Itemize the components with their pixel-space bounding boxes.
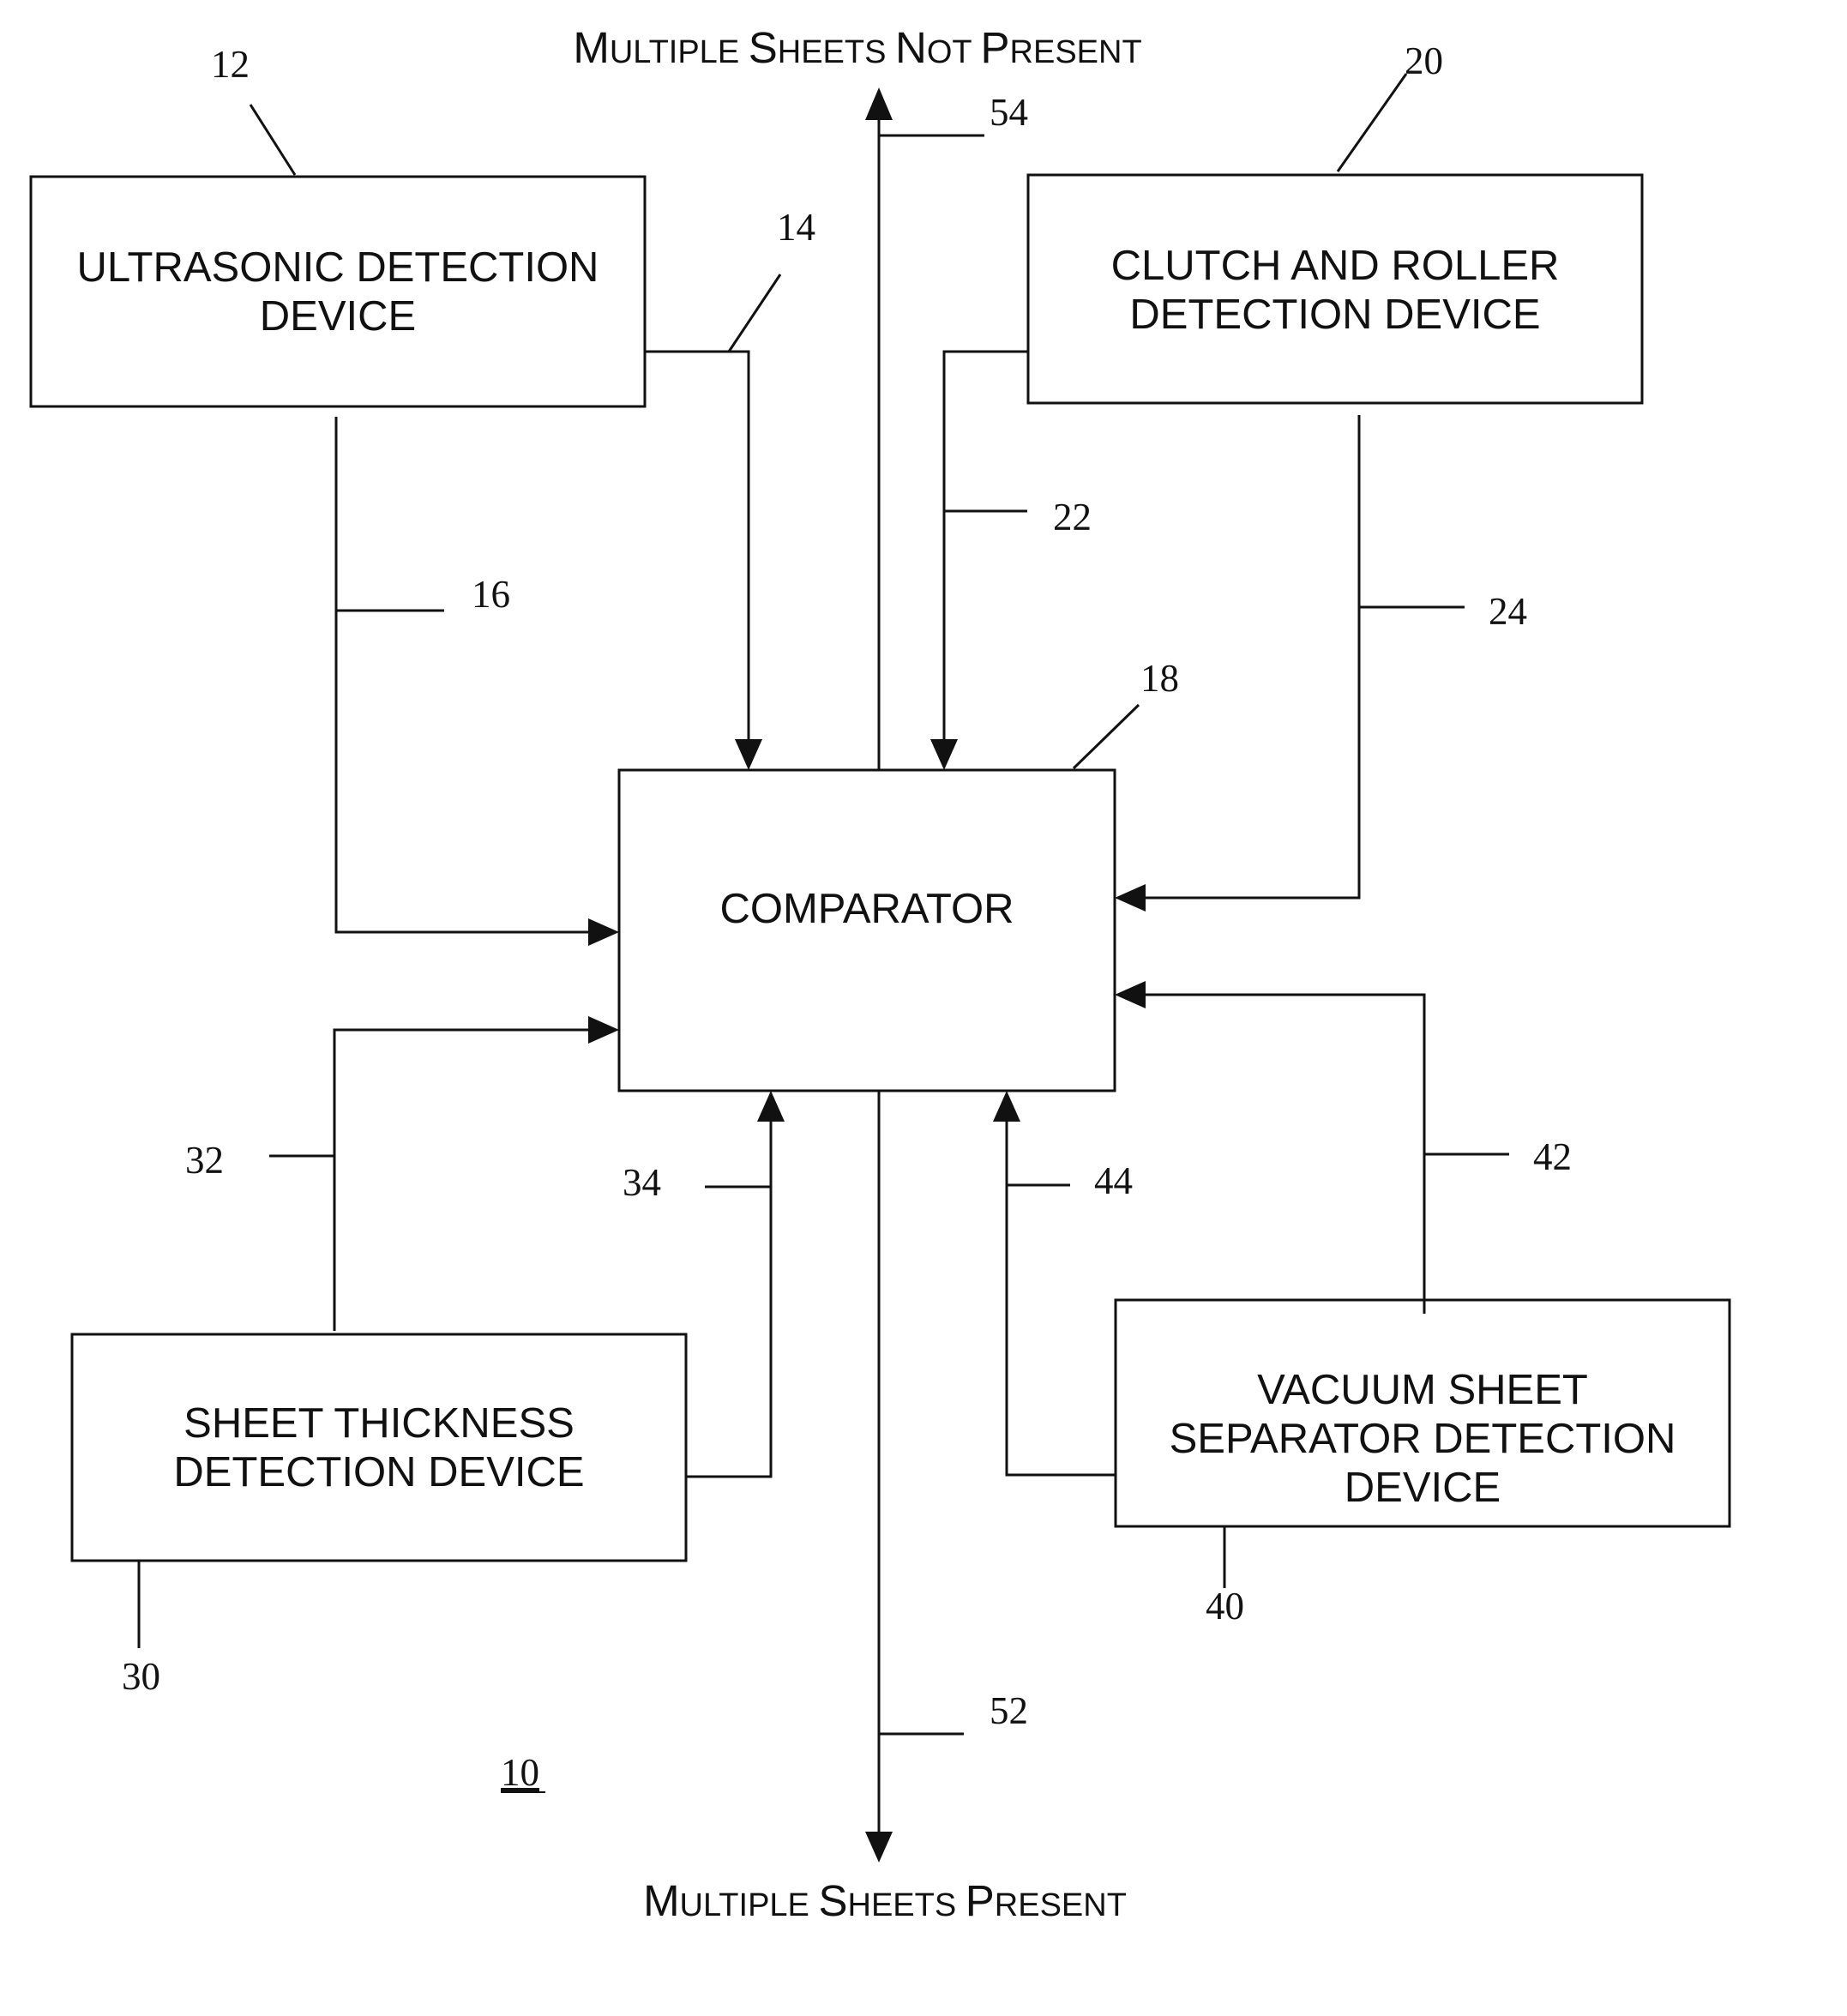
ref-number-30: 30	[122, 1655, 160, 1698]
arrowhead-34	[757, 1091, 785, 1122]
arrowhead-output-top	[865, 87, 893, 120]
figure-ref-number-10: 10	[501, 1751, 539, 1794]
ref-number-20: 20	[1405, 39, 1443, 82]
ref-number-40: 40	[1206, 1585, 1244, 1628]
arrowhead-14	[735, 739, 762, 770]
vacuum-label-line-1: VACUUM SHEET	[1257, 1367, 1588, 1413]
ref-number-14: 14	[777, 206, 815, 249]
output-label-not-present: MULTIPLE SHEETS NOT PRESENT	[573, 23, 1141, 72]
ultrasonic-label-line-1: ULTRASONIC DETECTION	[77, 244, 599, 291]
clutch-label-line-2: DETECTION DEVICE	[1129, 292, 1540, 338]
arrowhead-22	[930, 739, 958, 770]
signal-line-22	[944, 352, 1028, 748]
arrowhead-16	[588, 918, 619, 946]
signal-line-16	[336, 417, 597, 932]
arrowhead-32	[588, 1016, 619, 1044]
ref-number-32: 32	[185, 1139, 224, 1182]
signal-line-42	[1137, 995, 1424, 1314]
leader-line-12	[250, 105, 295, 175]
signal-line-32	[334, 1030, 597, 1331]
vacuum-label-line-3: DEVICE	[1345, 1465, 1501, 1511]
comparator-label: COMPARATOR	[719, 886, 1014, 932]
signal-line-34	[686, 1113, 771, 1477]
ref-number-12: 12	[211, 43, 250, 86]
clutch-roller-detection-device	[1028, 175, 1642, 403]
ref-number-44: 44	[1094, 1159, 1133, 1202]
ultrasonic-detection-device	[31, 177, 645, 406]
thickness-label-line-1: SHEET THICKNESS	[183, 1400, 575, 1447]
ref-number-52: 52	[990, 1689, 1028, 1732]
leader-line-18	[1074, 705, 1139, 768]
thickness-label-line-2: DETECTION DEVICE	[173, 1449, 584, 1495]
arrowhead-24	[1115, 884, 1146, 912]
output-label-present: MULTIPLE SHEETS PRESENT	[643, 1876, 1127, 1925]
ref-number-18: 18	[1140, 657, 1179, 700]
ref-number-54: 54	[990, 91, 1028, 134]
signal-line-14	[645, 352, 749, 748]
ref-number-24: 24	[1489, 590, 1527, 633]
ref-number-34: 34	[623, 1161, 661, 1204]
ref-number-42: 42	[1533, 1135, 1572, 1178]
ultrasonic-label-line-2: DEVICE	[260, 293, 416, 340]
vacuum-label-line-2: SEPARATOR DETECTION	[1170, 1416, 1676, 1462]
leader-line-14	[729, 274, 780, 352]
arrowhead-44	[993, 1091, 1020, 1122]
arrowhead-output-bottom	[865, 1832, 893, 1863]
ref-number-16: 16	[472, 573, 510, 616]
clutch-label-line-1: CLUTCH AND ROLLER	[1111, 243, 1560, 289]
leader-line-20	[1338, 74, 1406, 172]
arrowhead-42	[1115, 981, 1146, 1008]
sheet-thickness-detection-device	[72, 1334, 686, 1561]
ref-number-22: 22	[1053, 496, 1092, 539]
